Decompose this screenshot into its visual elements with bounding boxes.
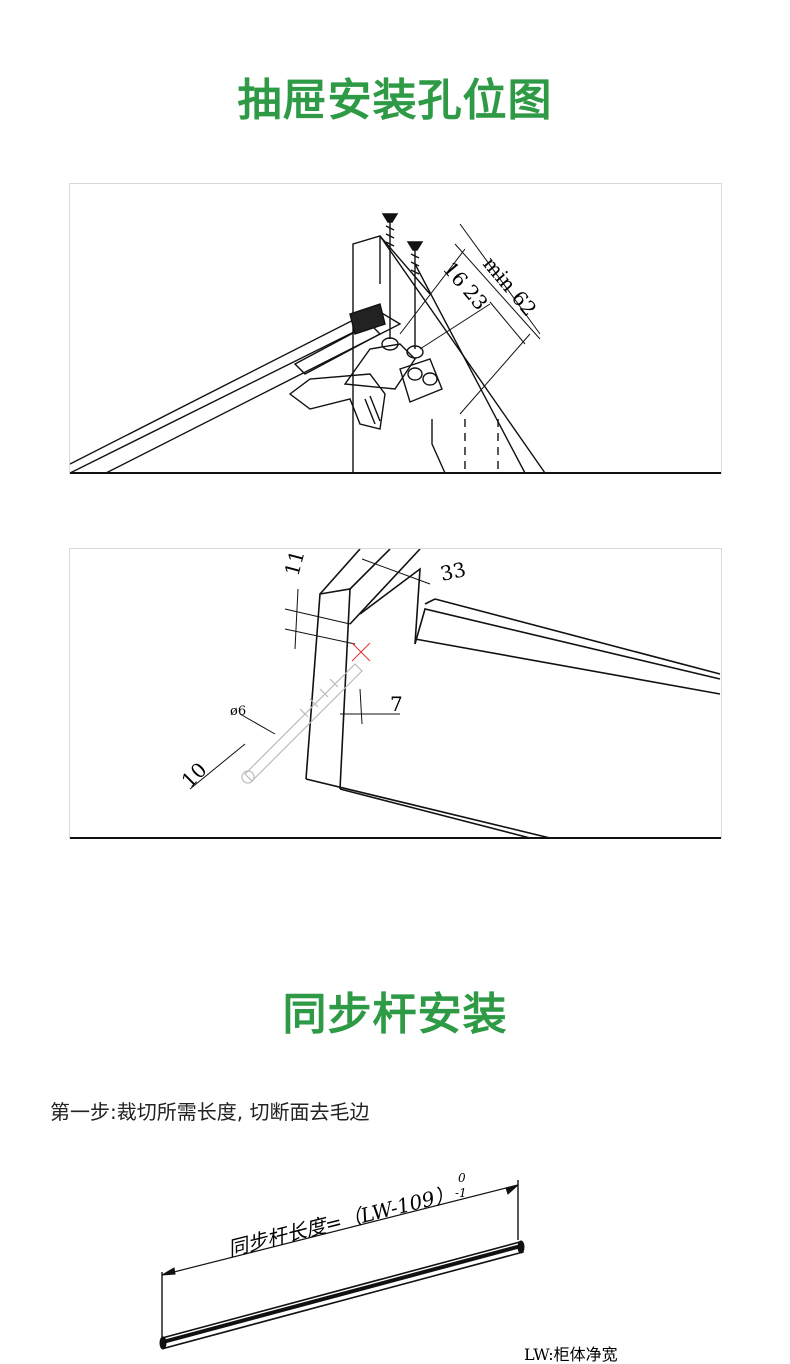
drill-detail-drawing: 11 33 7 ø6 10 (70, 549, 721, 839)
slide-bracket (288, 373, 386, 430)
drawer-rail (70, 308, 402, 474)
rod-length-formula: 同步杆长度=（LW-109） (225, 1181, 456, 1260)
dim-10: 10 (177, 758, 212, 793)
drill-detail-diagram: 11 33 7 ø6 10 (69, 548, 722, 839)
length-dimension-line (161, 1184, 519, 1276)
screw-1 (381, 213, 399, 339)
corner-post (305, 588, 351, 790)
tolerance-lower: -1 (455, 1186, 467, 1200)
drawer-hole-drawing: 16 23 min 62 (70, 213, 721, 474)
sync-rod-drawing: 同步杆长度=（LW-109） 0 -1 LW:柜体净宽 (159, 1171, 618, 1364)
step-one-instruction: 第一步:裁切所需长度, 切断面去毛边 (50, 1100, 370, 1124)
dowel (241, 663, 363, 784)
dim-min-62: min 62 (478, 252, 541, 321)
dim-11: 11 (280, 549, 310, 578)
dim-7: 7 (390, 692, 403, 716)
dim-23: 23 (458, 280, 493, 315)
drill-center-mark (351, 642, 371, 662)
lw-legend: LW:柜体净宽 (524, 1345, 618, 1364)
drawer-hole-diagram: 16 23 min 62 (69, 183, 722, 474)
dim-33: 33 (438, 557, 468, 586)
screw-2 (406, 241, 424, 349)
section-title-sync-rod: 同步杆安装 (282, 989, 508, 1040)
section-title-drawer-holes: 抽屉安装孔位图 (237, 75, 553, 126)
tolerance-upper: 0 (458, 1171, 466, 1185)
dim-diameter-6: ø6 (230, 704, 246, 719)
